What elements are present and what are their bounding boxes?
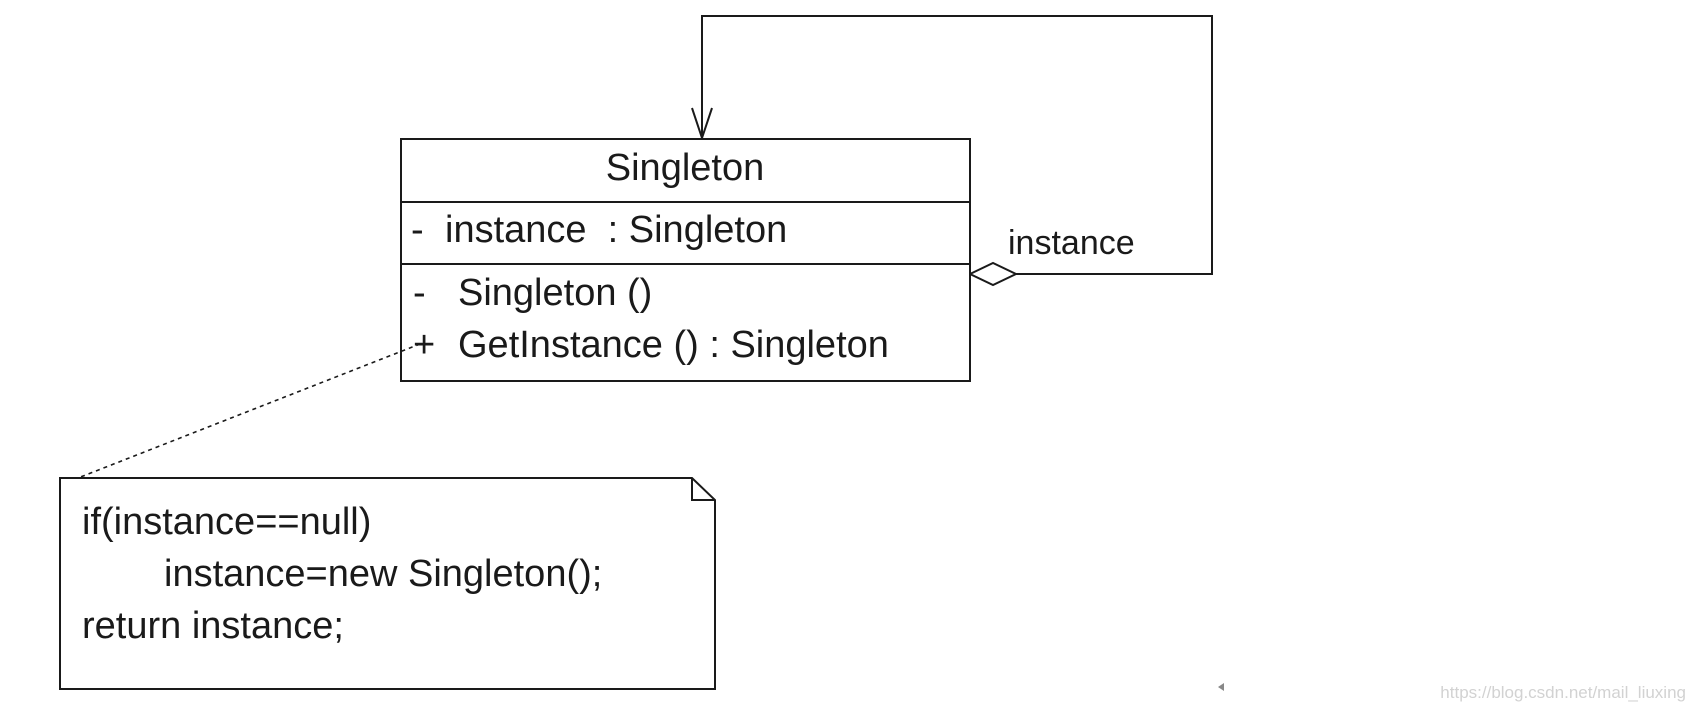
note-line: instance=new Singleton(); xyxy=(164,553,602,595)
class-name: Singleton xyxy=(606,147,764,189)
aggregation-diamond xyxy=(967,261,1019,287)
operation-constructor: Singleton () xyxy=(458,272,652,314)
class-box-border xyxy=(400,138,971,382)
association-line xyxy=(701,15,1213,275)
association-role-label: instance xyxy=(1008,224,1135,262)
small-arrow-icon xyxy=(1218,683,1224,691)
note-line: return instance; xyxy=(82,605,344,647)
operation-get-instance: GetInstance () : Singleton xyxy=(458,324,889,366)
note-connector xyxy=(77,343,421,479)
note-fold xyxy=(691,478,715,501)
attribute-visibility: - xyxy=(411,209,424,251)
class-singleton[interactable]: Singleton - instance : Singleton - Singl… xyxy=(400,138,971,382)
note-line: if(instance==null) xyxy=(82,501,371,543)
watermark: https://blog.csdn.net/mail_liuxing xyxy=(1440,683,1686,702)
operation-visibility: - xyxy=(413,272,426,314)
self-association: instance xyxy=(691,15,1213,287)
operation-visibility: + xyxy=(413,324,435,366)
note-border xyxy=(59,477,716,690)
note-box[interactable]: if(instance==null) instance=new Singleto… xyxy=(59,477,716,690)
attribute-instance: instance : Singleton xyxy=(445,209,787,251)
